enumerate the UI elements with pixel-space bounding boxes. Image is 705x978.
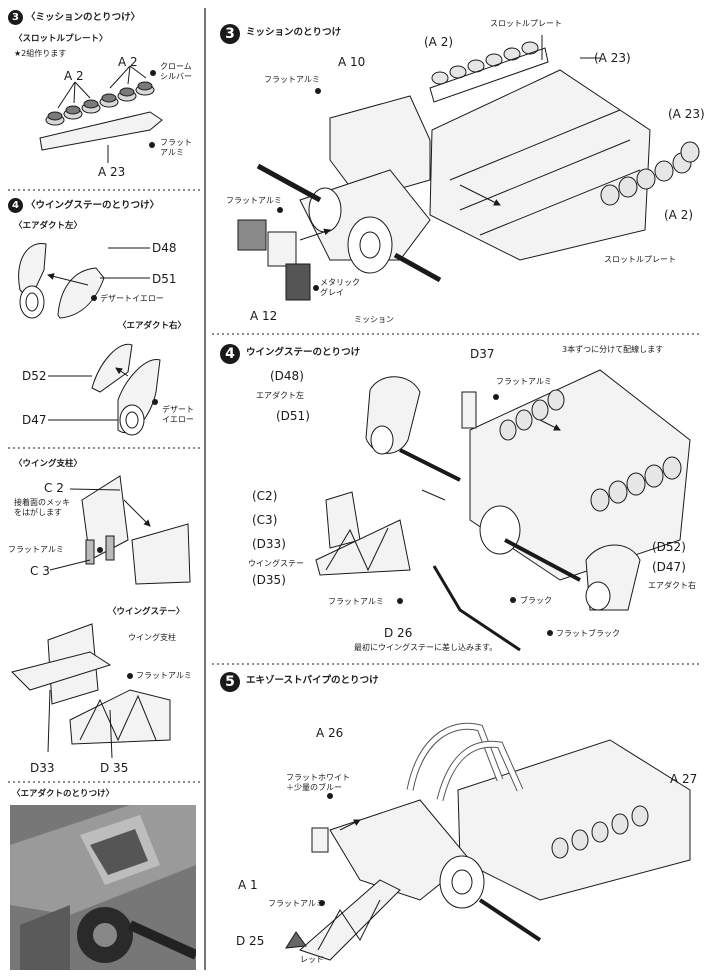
exhaust-assembly-drawing: [285, 722, 691, 961]
part-label-a27: A 27: [670, 772, 698, 786]
part-label-d51: D51: [152, 272, 177, 286]
paint-label-flat-aluminum: フラットアルミ: [268, 899, 324, 908]
throttle-plate-drawing: [39, 65, 163, 163]
paint-label-chrome-silver: クローム シルバー: [160, 62, 192, 81]
part-label-c3: (C3): [252, 513, 278, 527]
part-label-d25: D 25: [236, 934, 265, 948]
step-4-title: 〈ウイングステーのとりつけ〉: [26, 200, 160, 211]
air-duct-right-drawing: [48, 343, 161, 436]
reference-photo-image: [10, 805, 196, 970]
part-label-d52: (D52): [652, 540, 686, 554]
part-label-a23: A 23: [98, 165, 126, 179]
paint-label-flat-aluminum: フラットアルミ: [264, 75, 320, 84]
part-label-d35: D 35: [100, 761, 129, 775]
paint-label-flat-aluminum: フラットアルミ: [226, 196, 282, 205]
paint-label-flat-aluminum: フラットアルミ: [328, 597, 384, 606]
wing-stay-assembly-drawing: [315, 369, 691, 652]
transmission-label: ミッション: [354, 315, 394, 324]
wing-pillar-drawing: [49, 475, 191, 585]
step-4-badge: 4: [8, 198, 23, 213]
air-duct-right-subtitle: 〈エアダクト右〉: [118, 321, 187, 331]
part-label-a2: (A 2): [424, 35, 454, 49]
remove-plating-note: 接着面のメッキ をはがします: [14, 498, 70, 517]
part-label-a2: A 2: [64, 69, 84, 83]
step-4-title: ウイングステーのとりつけ: [246, 347, 361, 358]
air-duct-left-label: エアダクト左: [256, 391, 304, 400]
wing-stay-label: ウイングステー: [248, 559, 304, 568]
step-5-title: エキゾーストパイプのとりつけ: [246, 675, 379, 686]
air-duct-right-label: エアダクト右: [648, 581, 696, 590]
wing-stay-drawing: [11, 623, 171, 759]
wing-stay-subtitle: 〈ウイングステー〉: [108, 607, 185, 617]
paint-label-flat-aluminum: フラットアルミ: [8, 545, 64, 554]
paint-label-red: レッド: [300, 955, 324, 964]
part-label-d33: D33: [30, 761, 55, 775]
part-label-a1: A 1: [238, 878, 258, 892]
reference-photo: [10, 805, 196, 970]
part-label-d35: (D35): [252, 573, 286, 587]
part-label-c3: C 3: [30, 564, 50, 578]
air-duct-left-subtitle: 〈エアダクト左〉: [14, 221, 83, 231]
paint-label-flat-aluminum: フラットアルミ: [496, 377, 552, 386]
step-3-badge: 3: [8, 10, 23, 25]
paint-label-flat-aluminum: フラットアルミ: [136, 671, 192, 680]
step-3-badge: 3: [220, 24, 240, 44]
part-label-d48: (D48): [270, 369, 304, 383]
part-label-a2: A 2: [118, 55, 138, 69]
part-label-d33: (D33): [252, 537, 286, 551]
part-label-d37: D37: [470, 347, 495, 361]
throttle-plate-label: スロットルプレート: [604, 255, 676, 264]
part-label-a26: A 26: [316, 726, 344, 740]
part-label-c2: C 2: [44, 481, 64, 495]
paint-label-flat-aluminum: フラット アルミ: [160, 138, 192, 157]
part-label-d26: D 26: [384, 626, 413, 640]
part-label-d47: (D47): [652, 560, 686, 574]
step-5-badge: 5: [220, 672, 240, 692]
wing-pillar-subtitle: 〈ウイング支柱〉: [14, 459, 83, 469]
wing-pillar-label: ウイング支柱: [128, 633, 176, 642]
part-label-a23: (A 23): [594, 51, 631, 65]
part-label-a2: (A 2): [664, 208, 694, 222]
step-3-title: 〈ミッションのとりつけ〉: [26, 12, 141, 23]
part-label-d47: D47: [22, 413, 47, 427]
throttle-plate-label: スロットルプレート: [490, 19, 562, 28]
part-label-a23: (A 23): [668, 107, 705, 121]
wiring-note: 3本ずつに分けて配線します: [562, 345, 664, 354]
part-label-a12: A 12: [250, 309, 278, 323]
paint-label-flat-white-blue: フラットホワイト ＋少量のブルー: [286, 773, 350, 792]
part-label-d48: D48: [152, 241, 177, 255]
part-label-c2: (C2): [252, 489, 278, 503]
part-label-a10: A 10: [338, 55, 366, 69]
paint-label-metallic-gray: メタリック グレイ: [320, 278, 360, 297]
part-label-d52: D52: [22, 369, 47, 383]
engine-transmission-drawing: [237, 35, 700, 301]
part-label-d51: (D51): [276, 409, 310, 423]
make-two-note: ★2組作ります: [14, 49, 67, 58]
paint-label-flat-black: フラットブラック: [556, 629, 620, 638]
step-3-title: ミッションのとりつけ: [246, 27, 342, 38]
step-4-badge: 4: [220, 344, 240, 364]
air-duct-fitting-subtitle: 〈エアダクトのとりつけ〉: [12, 789, 115, 799]
throttle-plate-subtitle: 〈スロットルプレート〉: [14, 34, 108, 44]
paint-label-desert-yellow: デザート イエロー: [162, 405, 194, 424]
paint-label-desert-yellow: デザートイエロー: [100, 294, 164, 303]
air-duct-left-drawing: [18, 243, 150, 319]
insert-first-note: 最初にウイングステーに差し込みます。: [354, 643, 498, 652]
paint-label-black: ブラック: [520, 596, 552, 605]
